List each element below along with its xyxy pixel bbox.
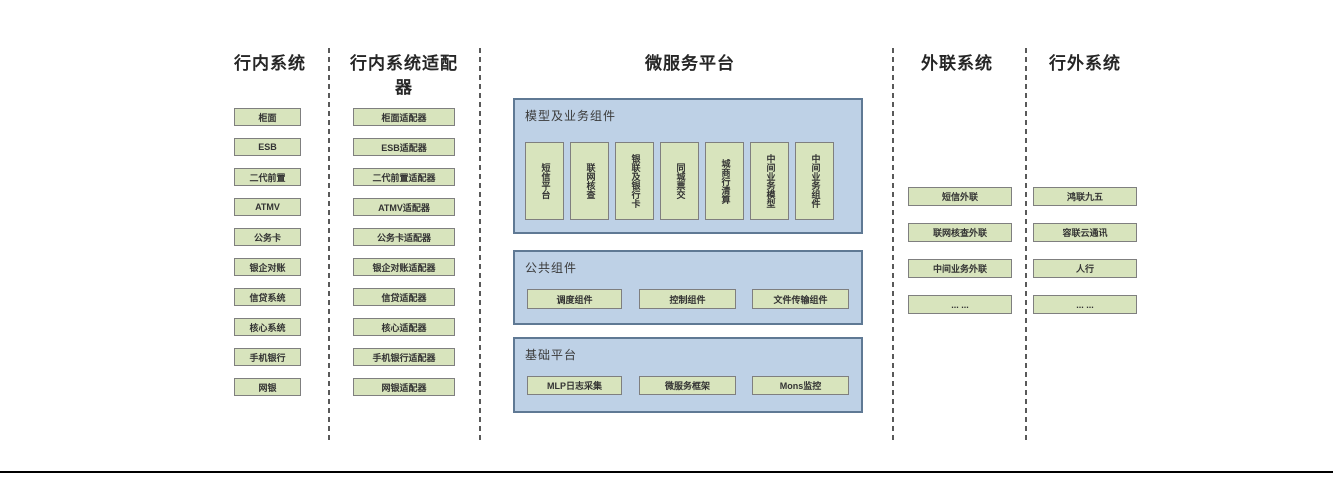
external-link-box: 短信外联 (908, 187, 1012, 206)
adapter-box: ATMV适配器 (353, 198, 455, 216)
vertical-component-box: 银联及银行卡 (615, 142, 654, 220)
adapter-box: ESB适配器 (353, 138, 455, 156)
adapter-box: 银企对账适配器 (353, 258, 455, 276)
panel-base-platform: 基础平台 MLP日志采集 微服务框架 Mons监控 (513, 337, 863, 413)
external-link-box: 联网核查外联 (908, 223, 1012, 242)
column-header-microservice-platform: 微服务平台 (645, 54, 735, 73)
panel-title: 基础平台 (525, 348, 578, 362)
vertical-component-box: 城商行清算 (705, 142, 744, 220)
component-box: 调度组件 (527, 289, 622, 309)
system-box: 公务卡 (234, 228, 301, 246)
external-link-box: 中间业务外联 (908, 259, 1012, 278)
adapter-box: 网银适配器 (353, 378, 455, 396)
component-box: MLP日志采集 (527, 376, 622, 395)
panel-common-components: 公共组件 调度组件 控制组件 文件传输组件 (513, 250, 863, 325)
vertical-component-box: 同城票交 (660, 142, 699, 220)
bottom-rule (0, 471, 1333, 473)
external-link-box: ... ... (908, 295, 1012, 314)
column-divider (892, 48, 894, 443)
component-box: Mons监控 (752, 376, 849, 395)
adapter-box: 公务卡适配器 (353, 228, 455, 246)
adapter-box: 信贷适配器 (353, 288, 455, 306)
system-box: 信贷系统 (234, 288, 301, 306)
adapter-box: 柜面适配器 (353, 108, 455, 126)
column-divider (479, 48, 481, 443)
outside-system-box: 容联云通讯 (1033, 223, 1137, 242)
column-divider (1025, 48, 1027, 443)
panel-model-business-components: 模型及业务组件 短信平台 联网核查 银联及银行卡 同城票交 城商行清算 中间业务… (513, 98, 863, 234)
column-header-outside-bank-systems: 行外系统 (1049, 54, 1121, 73)
column-divider (328, 48, 330, 443)
component-box: 控制组件 (639, 289, 736, 309)
vertical-component-box: 中间业务模型 (750, 142, 789, 220)
system-box: 手机银行 (234, 348, 301, 366)
column-header-external-link-systems: 外联系统 (921, 54, 993, 73)
system-box: 柜面 (234, 108, 301, 126)
system-box: 银企对账 (234, 258, 301, 276)
vertical-component-box: 短信平台 (525, 142, 564, 220)
component-box: 文件传输组件 (752, 289, 849, 309)
outside-system-box: 人行 (1033, 259, 1137, 278)
system-box: 二代前置 (234, 168, 301, 186)
column-header-in-bank-systems: 行内系统 (234, 54, 306, 73)
vertical-component-box: 中间业务组件 (795, 142, 834, 220)
adapter-box: 手机银行适配器 (353, 348, 455, 366)
adapter-box: 核心适配器 (353, 318, 455, 336)
vertical-component-box: 联网核查 (570, 142, 609, 220)
column-header-in-bank-adapters: 行内系统适配器 (350, 54, 458, 97)
outside-system-box: 鸿联九五 (1033, 187, 1137, 206)
panel-title: 公共组件 (525, 261, 578, 275)
system-box: 网银 (234, 378, 301, 396)
system-box: ESB (234, 138, 301, 156)
component-box: 微服务框架 (639, 376, 736, 395)
panel-title: 模型及业务组件 (525, 109, 617, 123)
system-box: ATMV (234, 198, 301, 216)
adapter-box: 二代前置适配器 (353, 168, 455, 186)
system-box: 核心系统 (234, 318, 301, 336)
outside-system-box: ... ... (1033, 295, 1137, 314)
